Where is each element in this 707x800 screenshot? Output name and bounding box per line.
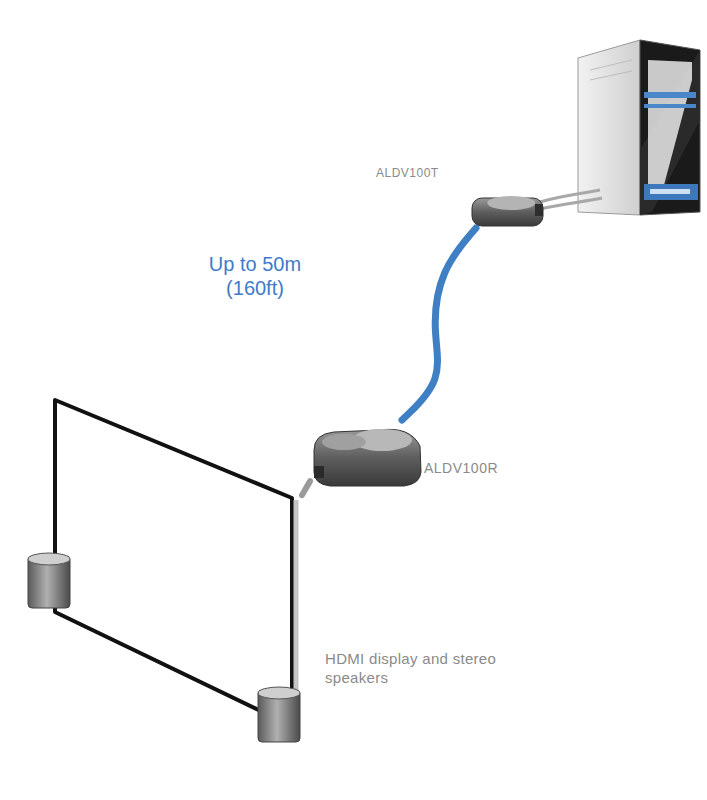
transmitter-unit-shape: [470, 192, 545, 228]
receiver-unit-shape: [310, 420, 425, 488]
device-label: ALDV100T: [376, 166, 439, 181]
device-label: ALDV100R: [424, 460, 498, 478]
computer-tower: [578, 40, 700, 215]
hdmi-display-shape: [20, 396, 302, 750]
hdmi-cable: [302, 481, 310, 495]
transmitter-unit: ALDV100T: [470, 192, 545, 228]
device-label: HDMI display and stereo speakers: [325, 650, 505, 688]
pc-cables: [540, 190, 602, 209]
cat-cable: [402, 228, 476, 420]
hdmi-display: HDMI display and stereo speakers: [20, 396, 302, 750]
distance-label: Up to 50m (160ft): [190, 252, 320, 300]
receiver-unit: ALDV100R: [310, 420, 425, 488]
